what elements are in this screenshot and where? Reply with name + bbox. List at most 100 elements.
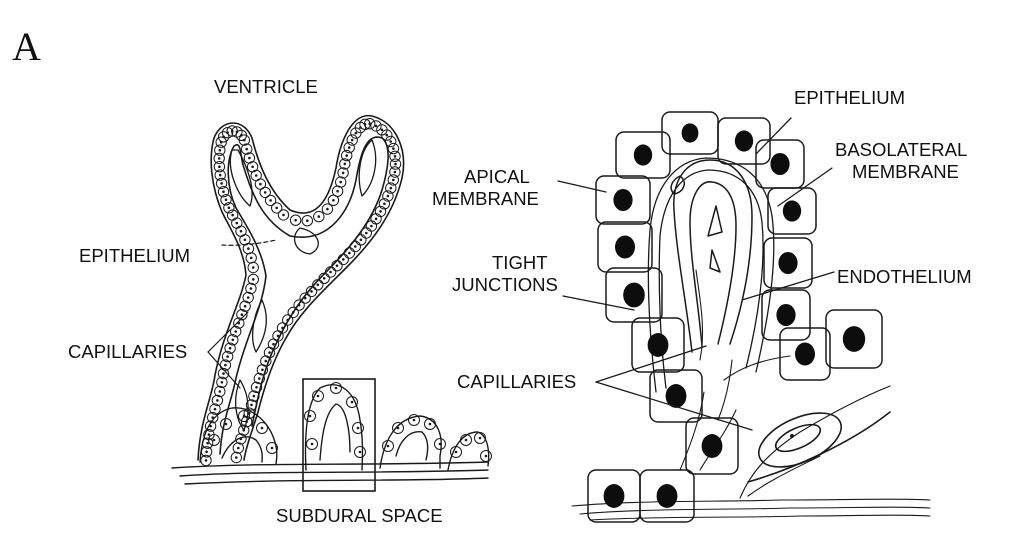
basal-cell bbox=[304, 410, 316, 422]
label-tight-line2: JUNCTIONS bbox=[452, 274, 558, 295]
villus-cell-nucleus bbox=[291, 311, 295, 314]
cell-nucleus bbox=[633, 144, 653, 166]
villus-cell-nucleus bbox=[220, 182, 223, 185]
villus-cell-nucleus bbox=[204, 459, 208, 462]
villus-cell bbox=[245, 399, 258, 411]
villus-cell-nucleus bbox=[243, 138, 246, 142]
villus-cell bbox=[250, 381, 263, 393]
right-panel: EPITHELIUM APICAL MEMBRANE BASOLATERAL M… bbox=[432, 87, 972, 523]
villus-cell-nucleus bbox=[235, 456, 238, 459]
cell-nucleus bbox=[656, 484, 678, 508]
villus-cell-nucleus bbox=[237, 446, 240, 450]
basal-cell bbox=[392, 422, 404, 434]
label-capillaries-right: CAPILLARIES bbox=[457, 371, 576, 392]
villus-cell bbox=[259, 186, 271, 199]
villus-cell bbox=[301, 215, 313, 227]
villus-cell-nucleus bbox=[234, 330, 237, 333]
villus-cell bbox=[238, 424, 250, 436]
basal-cell bbox=[330, 382, 342, 394]
villus-cell bbox=[220, 194, 232, 206]
epithelial-cells bbox=[587, 111, 883, 523]
villus-cell-nucleus bbox=[393, 170, 397, 174]
villus-cell-nucleus bbox=[341, 171, 345, 175]
villus-cell-nucleus bbox=[207, 433, 211, 436]
villus-cell bbox=[217, 186, 230, 198]
basal-cell-nucleus bbox=[316, 394, 320, 398]
core-capillary bbox=[670, 159, 753, 353]
epithelial-cell bbox=[595, 175, 651, 225]
villus-cell-nucleus bbox=[347, 146, 351, 149]
villus-cell bbox=[293, 299, 305, 311]
villus-cell-nucleus bbox=[385, 133, 389, 137]
villus-cell-nucleus bbox=[316, 283, 320, 287]
basal-cell-nucleus bbox=[350, 400, 354, 404]
basal-cell-nucleus bbox=[454, 450, 458, 454]
left-pointer-lines bbox=[207, 239, 277, 389]
villus-cell-nucleus bbox=[220, 381, 224, 384]
villus-cell bbox=[242, 291, 254, 304]
villus-cell-nucleus bbox=[240, 313, 244, 317]
villus-cell-nucleus bbox=[394, 162, 397, 166]
villus-cell bbox=[209, 403, 221, 415]
villus-capillaries bbox=[229, 139, 377, 431]
villus-cell bbox=[335, 176, 347, 188]
epithelial-cell bbox=[825, 309, 883, 369]
villus-cell bbox=[214, 385, 226, 398]
basal-cell-nucleus bbox=[438, 442, 442, 446]
villus-cell bbox=[207, 411, 219, 424]
label-epithelium-right: EPITHELIUM bbox=[794, 87, 905, 108]
basal-cell bbox=[306, 438, 318, 450]
villus-cell bbox=[264, 194, 277, 207]
label-subdural-space: SUBDURAL SPACE bbox=[276, 505, 443, 526]
cell-nucleus bbox=[615, 235, 635, 259]
villus-cell bbox=[389, 150, 401, 163]
basal-cell-nucleus bbox=[484, 454, 488, 458]
basal-cell bbox=[208, 434, 220, 446]
villus-cell-nucleus bbox=[317, 215, 321, 218]
villus-cell-nucleus bbox=[218, 148, 222, 152]
villus-cell bbox=[343, 141, 355, 154]
cell-nucleus bbox=[613, 188, 633, 212]
villus-cell bbox=[211, 394, 224, 407]
cell-nucleus bbox=[776, 303, 796, 327]
villus-cell-nucleus bbox=[276, 334, 280, 338]
villus-cell-nucleus bbox=[339, 180, 343, 184]
villus-cell bbox=[321, 203, 334, 215]
villus-cell-nucleus bbox=[336, 189, 339, 193]
villus-cell-nucleus bbox=[228, 346, 232, 350]
cell-nucleus bbox=[795, 342, 815, 366]
epithelial-cell bbox=[597, 221, 653, 273]
villus-cell bbox=[349, 240, 361, 253]
villus-cell bbox=[337, 253, 349, 266]
basal-cell-nucleus bbox=[310, 442, 314, 446]
villus-cell-nucleus bbox=[326, 207, 329, 211]
villus-cell bbox=[382, 190, 394, 202]
basal-cell-nucleus bbox=[260, 426, 264, 430]
cell-nucleus bbox=[603, 484, 625, 508]
villus-cell-nucleus bbox=[239, 229, 243, 233]
villus-cell bbox=[233, 317, 245, 329]
villus-cell bbox=[287, 306, 299, 319]
epithelial-cell bbox=[639, 469, 695, 523]
villus-cell bbox=[312, 279, 324, 291]
villus-cell-nucleus bbox=[297, 303, 301, 307]
villus-cell bbox=[226, 209, 239, 221]
villus-cell bbox=[214, 144, 226, 156]
villus-cell bbox=[230, 451, 243, 464]
villus-cell bbox=[355, 234, 367, 246]
villus-cell bbox=[241, 143, 253, 155]
label-apical-line2: MEMBRANE bbox=[432, 188, 539, 209]
basal-cell bbox=[312, 390, 324, 402]
villus-cell bbox=[215, 177, 228, 190]
villus-cell-nucleus bbox=[286, 318, 290, 322]
villus-cell-nucleus bbox=[329, 270, 332, 274]
basal-cell-nucleus bbox=[428, 422, 432, 426]
villus-cell-nucleus bbox=[368, 122, 372, 125]
villus-cell bbox=[221, 127, 234, 139]
villus-cell bbox=[230, 325, 242, 338]
villus-cell-nucleus bbox=[335, 264, 339, 268]
cell-nucleus bbox=[665, 384, 687, 408]
villus-cell-nucleus bbox=[392, 147, 395, 150]
basal-cell bbox=[238, 410, 250, 422]
right-pointer-lines bbox=[557, 117, 835, 431]
